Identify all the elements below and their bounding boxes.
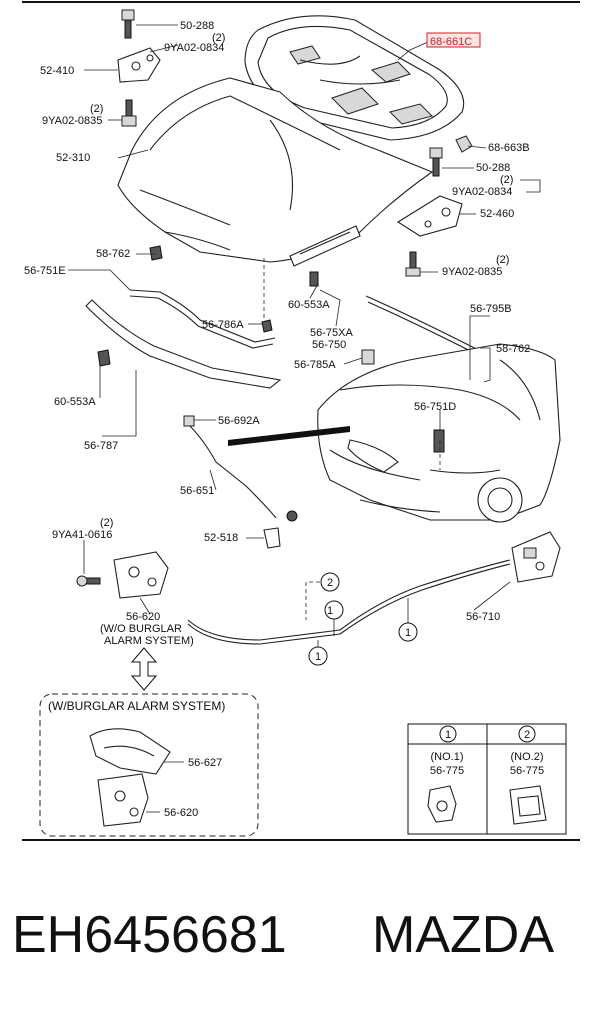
swap-arrow [130, 647, 158, 691]
label-58-762-b: 58-762 [496, 343, 530, 355]
marker-2-a: 2 [327, 577, 333, 589]
legend-no2: (NO.2) [511, 751, 544, 763]
label-qty-e: (2) [100, 517, 113, 529]
label-56-750: 56-750 [312, 339, 346, 351]
label-56-785a: 56-785A [294, 359, 336, 371]
label-9ya02-0835-b: 9YA02-0835 [442, 266, 502, 278]
label-52-460: 52-460 [480, 208, 514, 220]
label-68-663b: 68-663B [488, 142, 530, 154]
label-52-310: 52-310 [56, 152, 90, 164]
label-9ya02-0834-a: 9YA02-0834 [164, 42, 224, 54]
left-hinge-52-410 [117, 9, 161, 127]
footer-brand: MAZDA [372, 906, 554, 964]
latch-56-620-lower [89, 728, 171, 827]
label-9ya02-0835-a: 9YA02-0835 [42, 115, 102, 127]
label-56-627: 56-627 [188, 757, 222, 769]
highlight-box-68-661c [426, 32, 481, 48]
marker-1-a: 1 [327, 605, 333, 617]
label-52-410: 52-410 [40, 65, 74, 77]
label-56-786a: 56-786A [202, 319, 244, 331]
label-9ya02-0834-b: 9YA02-0834 [452, 186, 512, 198]
right-hinge-52-460 [396, 135, 473, 277]
legend-no1: (NO.1) [431, 751, 464, 763]
label-60-553a-b: 60-553A [54, 396, 96, 408]
weatherstrip-56-75xa [289, 225, 361, 287]
label-68-661c: 68-661C [430, 36, 472, 48]
release-cable-56-651 [183, 415, 298, 549]
front-seal-56-787 [85, 299, 282, 389]
label-56-751d: 56-751D [414, 401, 456, 413]
label-60-553a-a: 60-553A [288, 299, 330, 311]
label-56-620-a: 56-620 [126, 611, 160, 623]
legend-marker-1: 1 [445, 729, 451, 741]
label-50-288-a: 50-288 [180, 20, 214, 32]
label-56-692a: 56-692A [218, 415, 260, 427]
label-56-751e: 56-751E [24, 265, 66, 277]
label-58-762-a: 58-762 [96, 248, 130, 260]
cable-56-710 [187, 559, 511, 645]
label-9ya41-0616: 9YA41-0616 [52, 529, 112, 541]
label-52-518: 52-518 [204, 532, 238, 544]
stopper-56-751d [433, 429, 445, 453]
label-50-288-b: 50-288 [476, 162, 510, 174]
latch-56-620-upper [76, 551, 169, 599]
label-qty-a: (2) [212, 32, 225, 44]
label-56-651: 56-651 [180, 485, 214, 497]
label-wo-burglar-1: (W/O BURGLAR [100, 623, 182, 635]
label-56-710: 56-710 [466, 611, 500, 623]
label-56-75xa: 56-75XA [310, 327, 353, 339]
seal-strip-56-751e [129, 245, 276, 349]
label-wo-burglar-2: ALARM SYSTEM) [104, 635, 194, 647]
label-56-787: 56-787 [84, 440, 118, 452]
legend-marker-2: 2 [524, 729, 530, 741]
hood-panel [117, 77, 434, 263]
label-qty-c: (2) [500, 174, 513, 186]
label-w-burglar: (W/BURGLAR ALARM SYSTEM) [48, 699, 225, 713]
latch-assembly-right [511, 531, 561, 583]
label-qty-b: (2) [90, 103, 103, 115]
legend-table [407, 723, 567, 835]
label-qty-d: (2) [496, 254, 509, 266]
footer-part-number: EH6456681 [12, 906, 287, 964]
label-56-795b: 56-795B [470, 303, 512, 315]
install-arrow [228, 426, 350, 446]
burglar-alarm-box [39, 693, 259, 837]
circled-markers [305, 572, 418, 666]
clip-56-785a [361, 349, 375, 365]
legend-no1-part: 56-775 [430, 765, 464, 777]
marker-1-b: 1 [315, 651, 321, 663]
leader-lines [68, 24, 541, 813]
marker-1-c: 1 [405, 627, 411, 639]
label-56-620-b: 56-620 [164, 807, 198, 819]
legend-no2-part: 56-775 [510, 765, 544, 777]
